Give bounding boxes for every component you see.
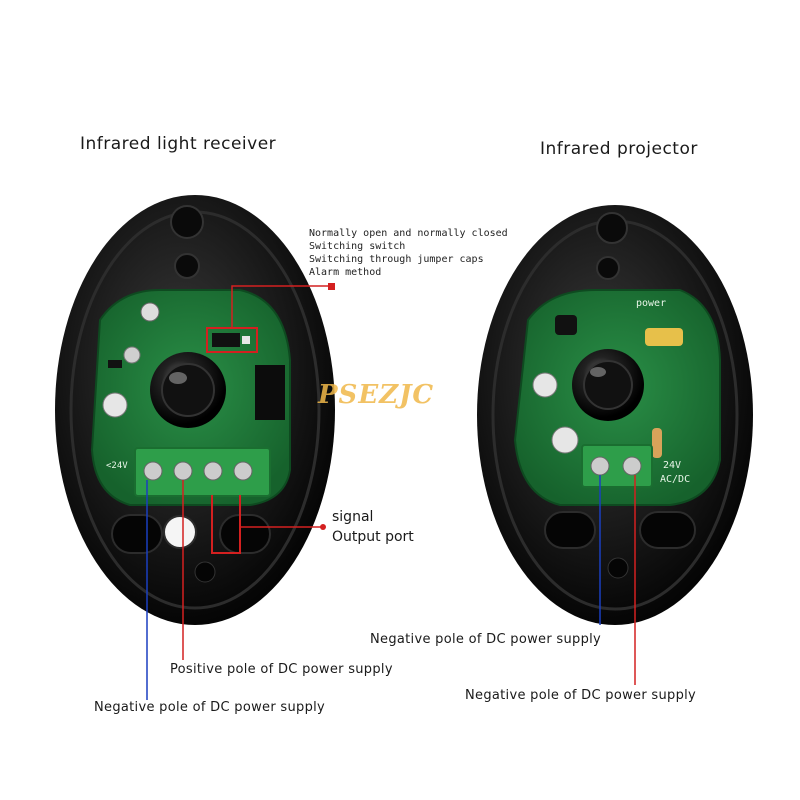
signal-label-line2: Output port	[332, 529, 414, 545]
watermark-logo: PSEZJC	[318, 380, 435, 410]
projector-unit	[477, 205, 753, 625]
projector-acdc-mark: AC/DC	[660, 474, 690, 485]
jumper-note-line3: Switching through jumper caps	[309, 254, 484, 265]
jumper-note-line1: Normally open and normally closed	[309, 228, 508, 239]
projector-title: Infrared projector	[540, 139, 698, 159]
receiver-unit	[55, 195, 335, 625]
jumper-note: Normally open and normally closed Switch…	[309, 227, 508, 279]
projector-top-hole	[596, 212, 628, 244]
receiver-title: Infrared light receiver	[80, 134, 277, 154]
receiver-positive-label: Positive pole of DC power supply	[170, 662, 393, 677]
projector-voltage-mark: 24V	[663, 460, 681, 471]
jumper-note-line2: Switching switch	[309, 241, 406, 252]
jumper-cap	[212, 333, 240, 347]
receiver-terminal-block	[134, 447, 271, 497]
jumper-note-line4: Alarm method	[309, 267, 382, 278]
receiver-voltage-mark: <24V	[106, 461, 128, 471]
signal-label-line1: signal	[332, 509, 374, 525]
projector-negative-label-2: Negative pole of DC power supply	[465, 688, 697, 703]
projector-power-mark: power	[636, 298, 666, 309]
signal-output-label: signal Output port	[332, 507, 414, 547]
receiver-top-hole	[170, 205, 204, 239]
receiver-negative-label: Negative pole of DC power supply	[94, 700, 326, 715]
callout-lines	[146, 283, 636, 700]
projector-negative-label-1: Negative pole of DC power supply	[370, 632, 602, 647]
